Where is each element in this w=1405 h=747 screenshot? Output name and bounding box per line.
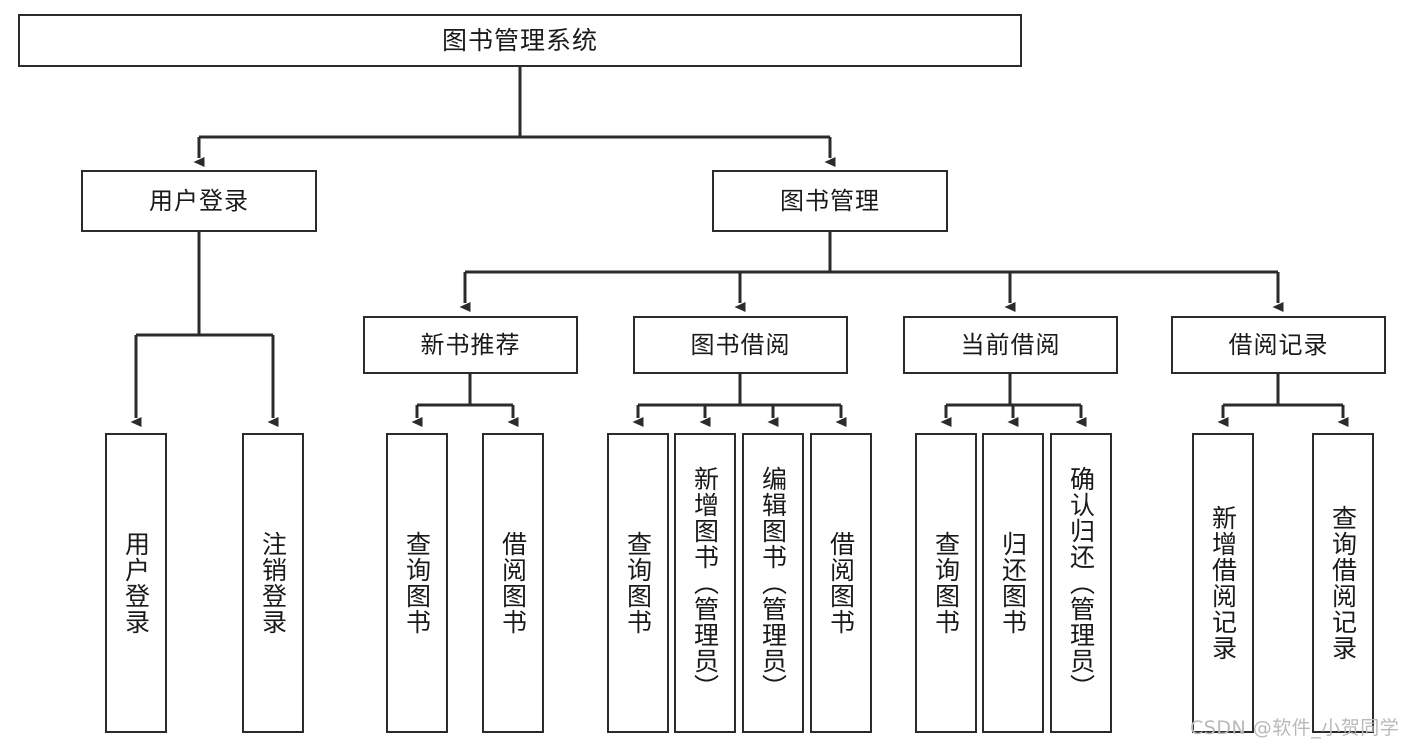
leaf-book-borrow-query-book[interactable]: 查询图书 (607, 433, 669, 733)
leaf-book-borrow-borrow-book[interactable]: 借阅图书 (810, 433, 872, 733)
leaf-book-borrow-edit-book-admin[interactable]: 编辑图书（管理员） (742, 433, 804, 733)
node-new-book-recommend[interactable]: 新书推荐 (363, 316, 578, 374)
leaf-user-login-login[interactable]: 用户登录 (105, 433, 167, 733)
node-current-borrow[interactable]: 当前借阅 (903, 316, 1118, 374)
leaf-new-book-borrow-book[interactable]: 借阅图书 (482, 433, 544, 733)
node-root-system[interactable]: 图书管理系统 (18, 14, 1022, 67)
leaf-current-borrow-confirm-return-admin[interactable]: 确认归还（管理员） (1050, 433, 1112, 733)
node-book-management[interactable]: 图书管理 (712, 170, 948, 232)
csdn-watermark: CSDN @软件_小贺同学 (1190, 717, 1400, 739)
node-book-borrow[interactable]: 图书借阅 (633, 316, 848, 374)
leaf-new-book-query-book[interactable]: 查询图书 (386, 433, 448, 733)
leaf-user-login-logout[interactable]: 注销登录 (242, 433, 304, 733)
node-borrow-record[interactable]: 借阅记录 (1171, 316, 1386, 374)
node-user-login[interactable]: 用户登录 (81, 170, 317, 232)
leaf-book-borrow-add-book-admin[interactable]: 新增图书（管理员） (674, 433, 736, 733)
leaf-borrow-record-query-record[interactable]: 查询借阅记录 (1312, 433, 1374, 733)
leaf-borrow-record-add-record[interactable]: 新增借阅记录 (1192, 433, 1254, 733)
leaf-current-borrow-query-book[interactable]: 查询图书 (915, 433, 977, 733)
leaf-current-borrow-return-book[interactable]: 归还图书 (982, 433, 1044, 733)
